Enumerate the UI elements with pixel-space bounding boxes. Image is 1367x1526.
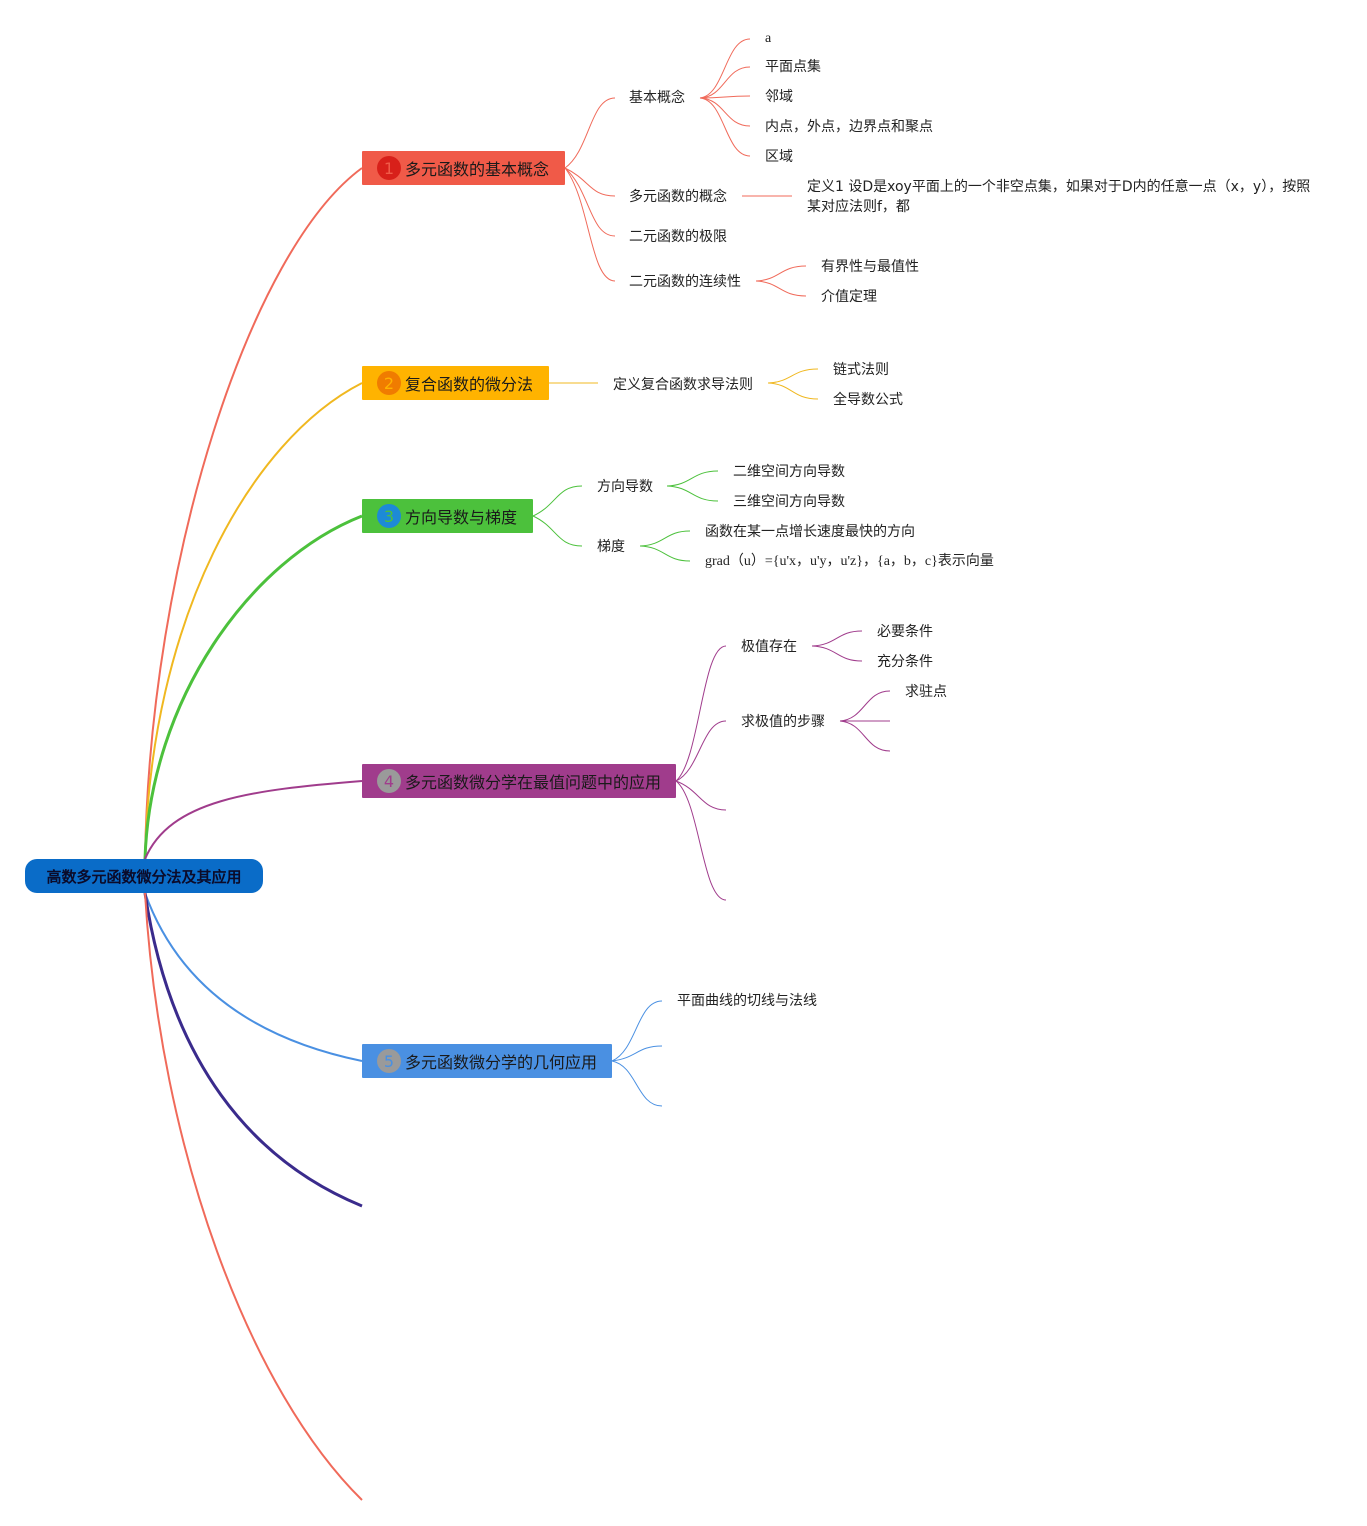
leaf-interior-exterior-points[interactable]: 内点，外点，边界点和聚点 [765,119,933,135]
leaf-2d-directional[interactable]: 二维空间方向导数 [733,464,845,480]
leaf-fastest-growth[interactable]: 函数在某一点增长速度最快的方向 [705,524,915,540]
definition-text[interactable]: 定义1 设D是xoy平面上的一个非空点集，如果对于D内的任意一点（x，y），按照… [807,179,1311,215]
number-badge-1: 1 [377,156,401,180]
connector-c1-l3 [699,95,751,99]
connector-b1-c2 [564,167,616,197]
connector-b4-c3 [675,780,727,811]
topic-limit[interactable]: 二元函数的极限 [629,229,727,245]
branch-label: 多元函数微分学的几何应用 [405,1053,598,1072]
leaf-intermediate-value[interactable]: 介值定理 [821,289,877,305]
branch-label: 多元函数的基本概念 [405,160,550,179]
connector-b2c1-l1 [767,368,819,384]
leaf-chain-rule[interactable]: 链式法则 [833,362,889,378]
leaf-stationary-point[interactable]: 求驻点 [905,684,947,700]
root-topic[interactable]: 高数多元函数微分法及其应用 [25,859,263,893]
connector-b1-c1 [564,97,616,169]
connector-root-b1 [144,167,363,860]
connector-b4-c2 [675,720,727,782]
topic-basic-concept[interactable]: 基本概念 [629,90,685,106]
connector-c4-l2 [755,280,807,297]
connector-b4c2-l3 [839,720,891,752]
leaf-tangent-normal[interactable]: 平面曲线的切线与法线 [677,993,817,1009]
branch-label: 多元函数微分学在最值问题中的应用 [405,773,662,792]
branch-extremum-applications[interactable]: 4 多元函数微分学在最值问题中的应用 [362,764,676,798]
connector-b5-c3 [611,1060,663,1107]
connector-c1-l5 [699,97,751,157]
leaf-grad-formula[interactable]: grad（u）={u'x，u'y，u'z}，{a，b，c}表示向量 [705,554,994,569]
topic-gradient[interactable]: 梯度 [597,539,625,555]
connector-root-b5 [144,892,363,1062]
topic-extremum-steps[interactable]: 求极值的步骤 [741,714,825,730]
connector-c1-l4 [699,97,751,127]
connector-b3c2-l1 [639,530,691,547]
connector-root-b3 [143,514,363,860]
branch-composite-differentiation[interactable]: 2 复合函数的微分法 [362,366,549,400]
connector-c1-l2 [699,66,751,99]
leaf-plane-point-set[interactable]: 平面点集 [765,59,821,75]
branch-label: 复合函数的微分法 [405,375,534,394]
connector-b4c2-l1 [839,690,891,722]
connector-b3c1-l2 [666,485,719,502]
topic-multivariable-function[interactable]: 多元函数的概念 [629,189,727,205]
connector-b4-c1 [675,645,727,782]
number-badge-5: 5 [377,1049,401,1073]
connector-b1-c3 [564,167,616,237]
connector-b4-c4 [675,780,727,901]
connector-b1-c4 [564,167,616,282]
topic-continuity[interactable]: 二元函数的连续性 [629,274,741,290]
connector-b4c1-l2 [811,645,863,662]
leaf-necessary-condition[interactable]: 必要条件 [877,624,933,640]
connector-b3c1-l1 [666,470,719,487]
connector-b3-c1 [532,485,583,517]
leaf-boundedness[interactable]: 有界性与最值性 [821,259,919,275]
root-topic-label: 高数多元函数微分法及其应用 [46,867,242,886]
number-badge-2: 2 [377,371,401,395]
connector-b3c2-l2 [639,545,691,562]
connector-b5-c1 [611,1000,663,1062]
number-badge-4: 4 [377,769,401,793]
connector-root-b2 [144,382,363,860]
connector-c1-l1 [699,38,751,99]
connector-b5-c2 [611,1045,663,1062]
branch-directional-derivative[interactable]: 3 方向导数与梯度 [362,499,533,533]
leaf-neighborhood[interactable]: 邻域 [765,89,793,105]
leaf-region[interactable]: 区域 [765,149,793,165]
topic-directional-derivative[interactable]: 方向导数 [597,479,653,495]
leaf-sufficient-condition[interactable]: 充分条件 [877,654,933,670]
connector-root-b7 [144,892,363,1501]
branch-label: 方向导数与梯度 [405,508,518,527]
leaf-total-derivative[interactable]: 全导数公式 [833,392,903,408]
number-badge-3: 3 [377,504,401,528]
connector-c4-l1 [755,265,807,282]
connector-root-b4 [144,780,363,860]
connector-b2c1-l2 [767,382,819,400]
connector-b3-c2 [532,515,583,547]
branch-basic-concepts[interactable]: 1 多元函数的基本概念 [362,151,565,185]
leaf-3d-directional[interactable]: 三维空间方向导数 [733,494,845,510]
topic-extremum-existence[interactable]: 极值存在 [741,639,797,655]
branch-geometric-applications[interactable]: 5 多元函数微分学的几何应用 [362,1044,612,1078]
connector-b4c1-l1 [811,630,863,647]
connector-root-b6 [143,892,363,1208]
leaf-a[interactable]: a [765,31,772,46]
topic-chain-definition[interactable]: 定义复合函数求导法则 [613,377,753,393]
